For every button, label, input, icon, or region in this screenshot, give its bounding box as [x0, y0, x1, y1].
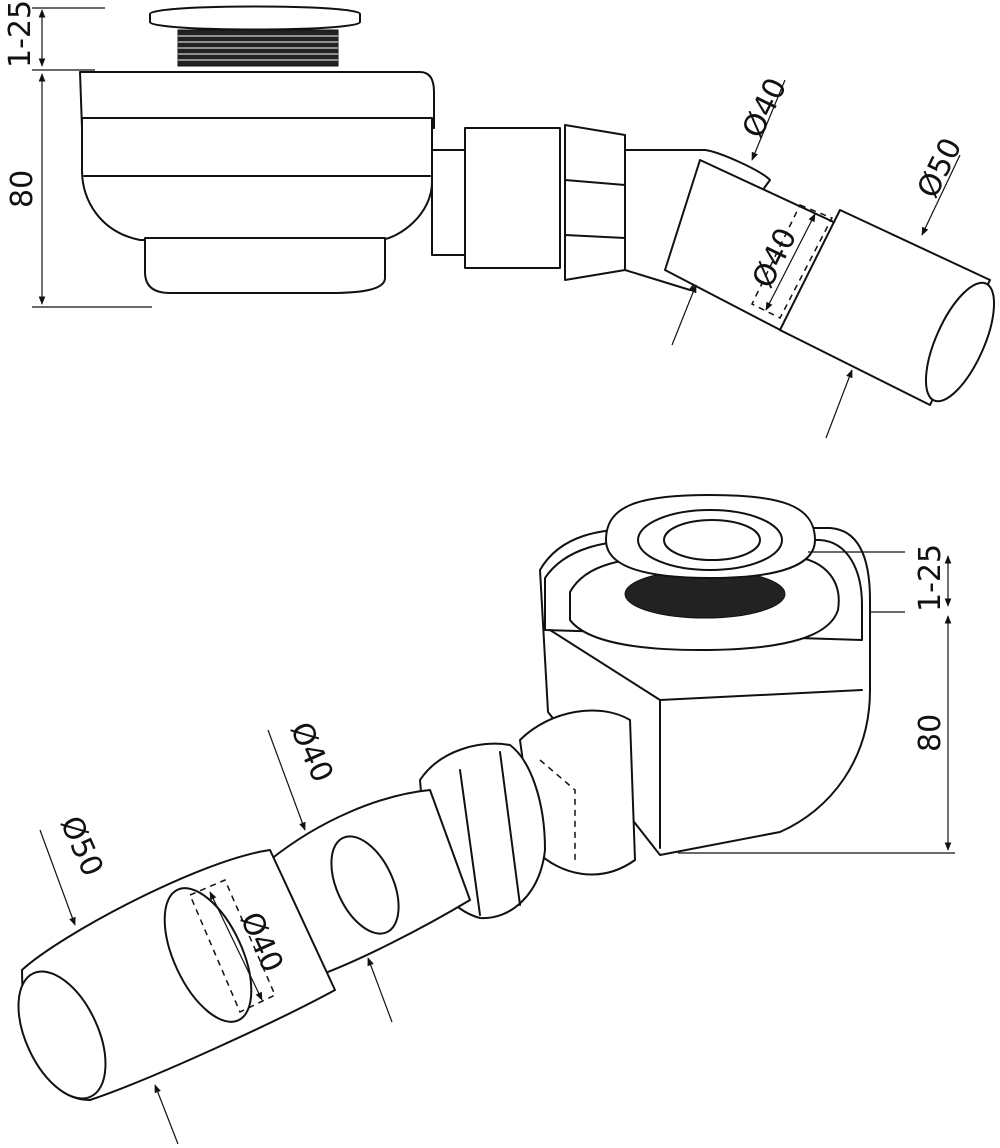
bottom-leader-bottom-1 — [367, 957, 393, 1023]
top-leader-40 — [751, 79, 786, 161]
bottom-leader-bottom-2 — [154, 1084, 179, 1145]
bottom-outlet-spigot — [519, 709, 636, 876]
bottom-leader-50 — [39, 829, 76, 926]
bottom-hidden-spigot — [539, 759, 576, 860]
top-trap-body — [81, 117, 433, 241]
top-height-label: 80 — [5, 170, 40, 208]
top-trap-base — [144, 237, 386, 294]
bottom-leader-40 — [267, 729, 306, 831]
top-side-view: 1-25 80 Ø40 Ø40 — [3, 0, 996, 439]
top-union-nut — [564, 124, 626, 281]
bottom-pipe-40 — [269, 789, 471, 976]
top-grate-cap — [149, 5, 361, 31]
bottom-pipe-40-ring — [330, 835, 400, 935]
top-outlet-sleeve — [464, 127, 561, 269]
bottom-iso-view: 1-25 80 Ø40 Ø40 Ø50 — [17, 494, 955, 1145]
top-flange-label: 1-25 — [3, 0, 38, 68]
top-pipe-end — [924, 281, 996, 403]
bottom-nut-rib-2 — [499, 751, 521, 906]
top-leader-bottom-2 — [825, 369, 853, 439]
top-outer-50-label: Ø50 — [911, 133, 970, 204]
top-nut-rib-2 — [564, 234, 626, 239]
top-leader-bottom-1 — [671, 284, 697, 346]
top-outer-40-label: Ø40 — [736, 73, 795, 144]
bottom-grate-opening — [663, 519, 761, 561]
bottom-height-label: 80 — [913, 714, 948, 752]
top-nut-rib-1 — [564, 179, 626, 186]
top-hidden-inner — [751, 204, 834, 320]
top-outlet-stub — [431, 149, 466, 256]
top-trap-rim — [79, 71, 435, 129]
bottom-inner-dim-arrow — [209, 891, 263, 1001]
top-leader-50 — [921, 154, 961, 236]
bottom-outer-50-label: Ø50 — [53, 811, 110, 882]
bottom-outer-40-label: Ø40 — [283, 717, 340, 788]
bottom-pipe-end — [17, 970, 107, 1100]
bottom-nut-rib-1 — [459, 769, 481, 916]
bottom-flange-label: 1-25 — [913, 544, 948, 612]
top-inner-dim-arrow — [765, 213, 816, 311]
